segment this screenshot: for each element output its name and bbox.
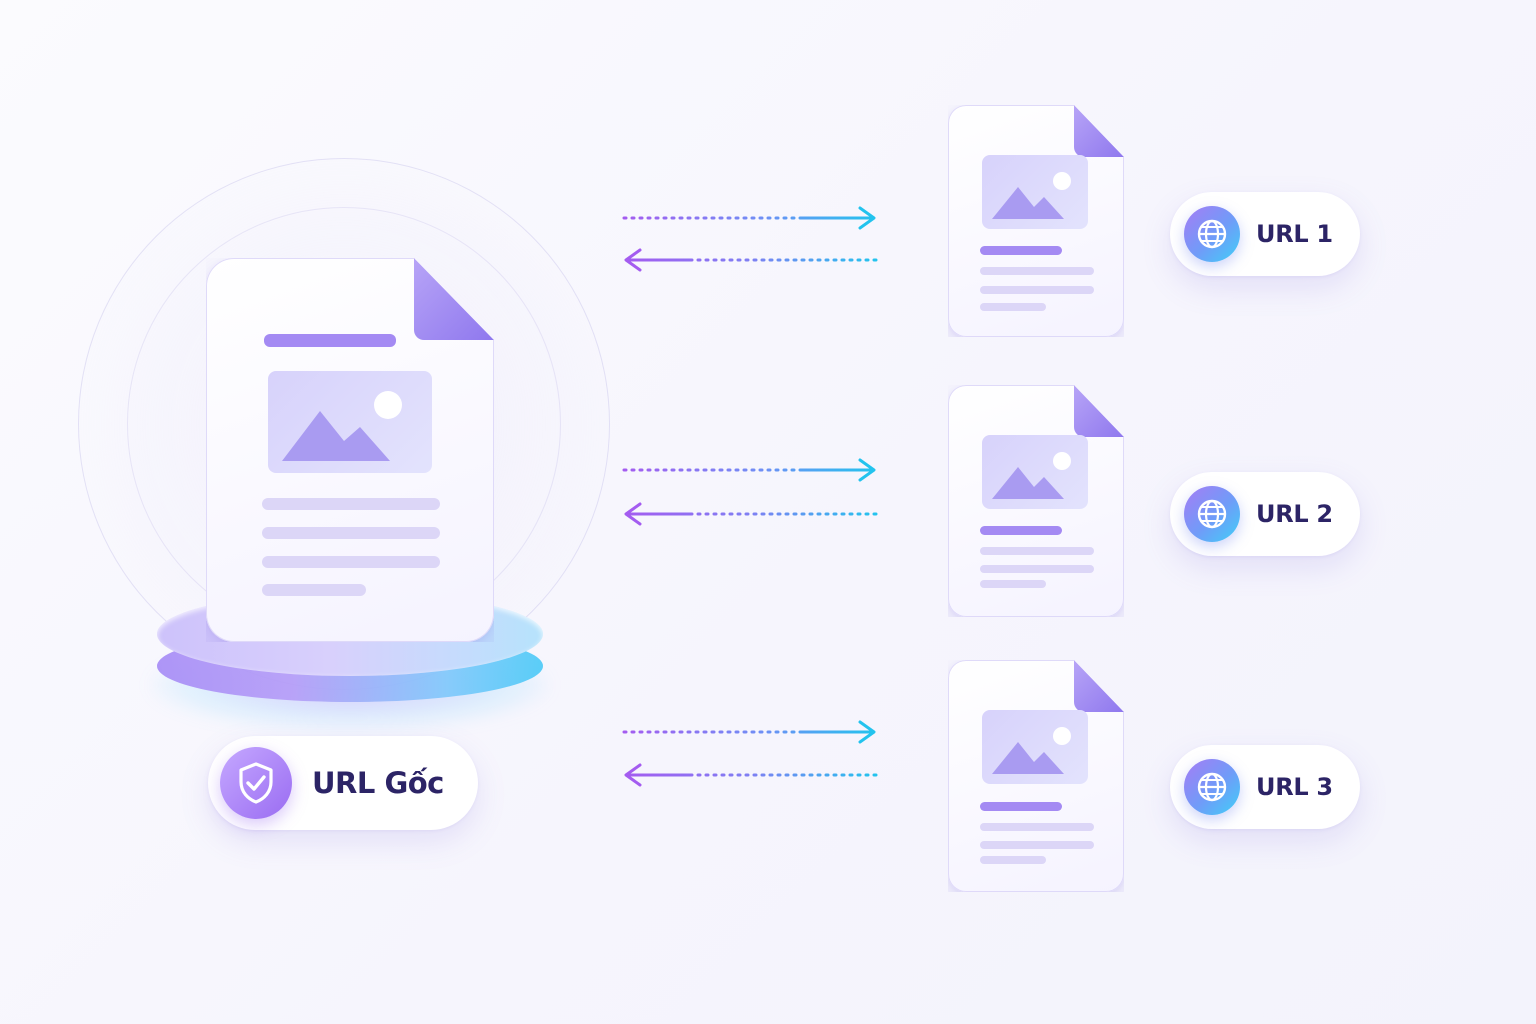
text-line <box>980 856 1046 864</box>
globe-icon <box>1184 759 1240 815</box>
globe-icon <box>1184 206 1240 262</box>
text-line <box>262 498 440 510</box>
text-line <box>980 565 1094 573</box>
copy-url-pill-3: URL 3 <box>1170 745 1360 829</box>
arrow-to-copy <box>622 720 876 744</box>
document-title-bar <box>980 526 1062 535</box>
text-line <box>262 527 440 539</box>
document-title-bar <box>980 802 1062 811</box>
image-placeholder-icon <box>982 710 1088 784</box>
copy-url-label: URL 3 <box>1256 773 1333 801</box>
text-line <box>980 547 1094 555</box>
text-line <box>980 303 1046 311</box>
shield-check-icon <box>220 747 292 819</box>
arrow-to-origin <box>624 763 878 787</box>
arrow-to-copy <box>622 458 876 482</box>
origin-url-label: URL Gốc <box>312 766 444 800</box>
copy-document-icon <box>948 385 1124 617</box>
copy-url-label: URL 1 <box>1256 220 1333 248</box>
image-placeholder-icon <box>982 155 1088 229</box>
arrow-to-origin <box>624 248 878 272</box>
copy-url-label: URL 2 <box>1256 500 1333 528</box>
arrow-to-origin <box>624 502 878 526</box>
text-line <box>980 580 1046 588</box>
document-title-bar <box>980 246 1062 255</box>
text-line <box>980 286 1094 294</box>
image-placeholder-icon <box>268 371 432 473</box>
copy-url-pill-2: URL 2 <box>1170 472 1360 556</box>
text-line <box>980 823 1094 831</box>
copy-document-icon <box>948 660 1124 892</box>
original-document-icon <box>206 258 494 642</box>
text-line <box>262 556 440 568</box>
globe-icon <box>1184 486 1240 542</box>
text-line <box>980 267 1094 275</box>
arrow-to-copy <box>622 206 876 230</box>
text-line <box>980 841 1094 849</box>
image-placeholder-icon <box>982 435 1088 509</box>
origin-url-pill: URL Gốc <box>208 736 478 830</box>
copy-url-pill-1: URL 1 <box>1170 192 1360 276</box>
document-title-bar <box>264 334 396 347</box>
text-line <box>262 584 366 596</box>
